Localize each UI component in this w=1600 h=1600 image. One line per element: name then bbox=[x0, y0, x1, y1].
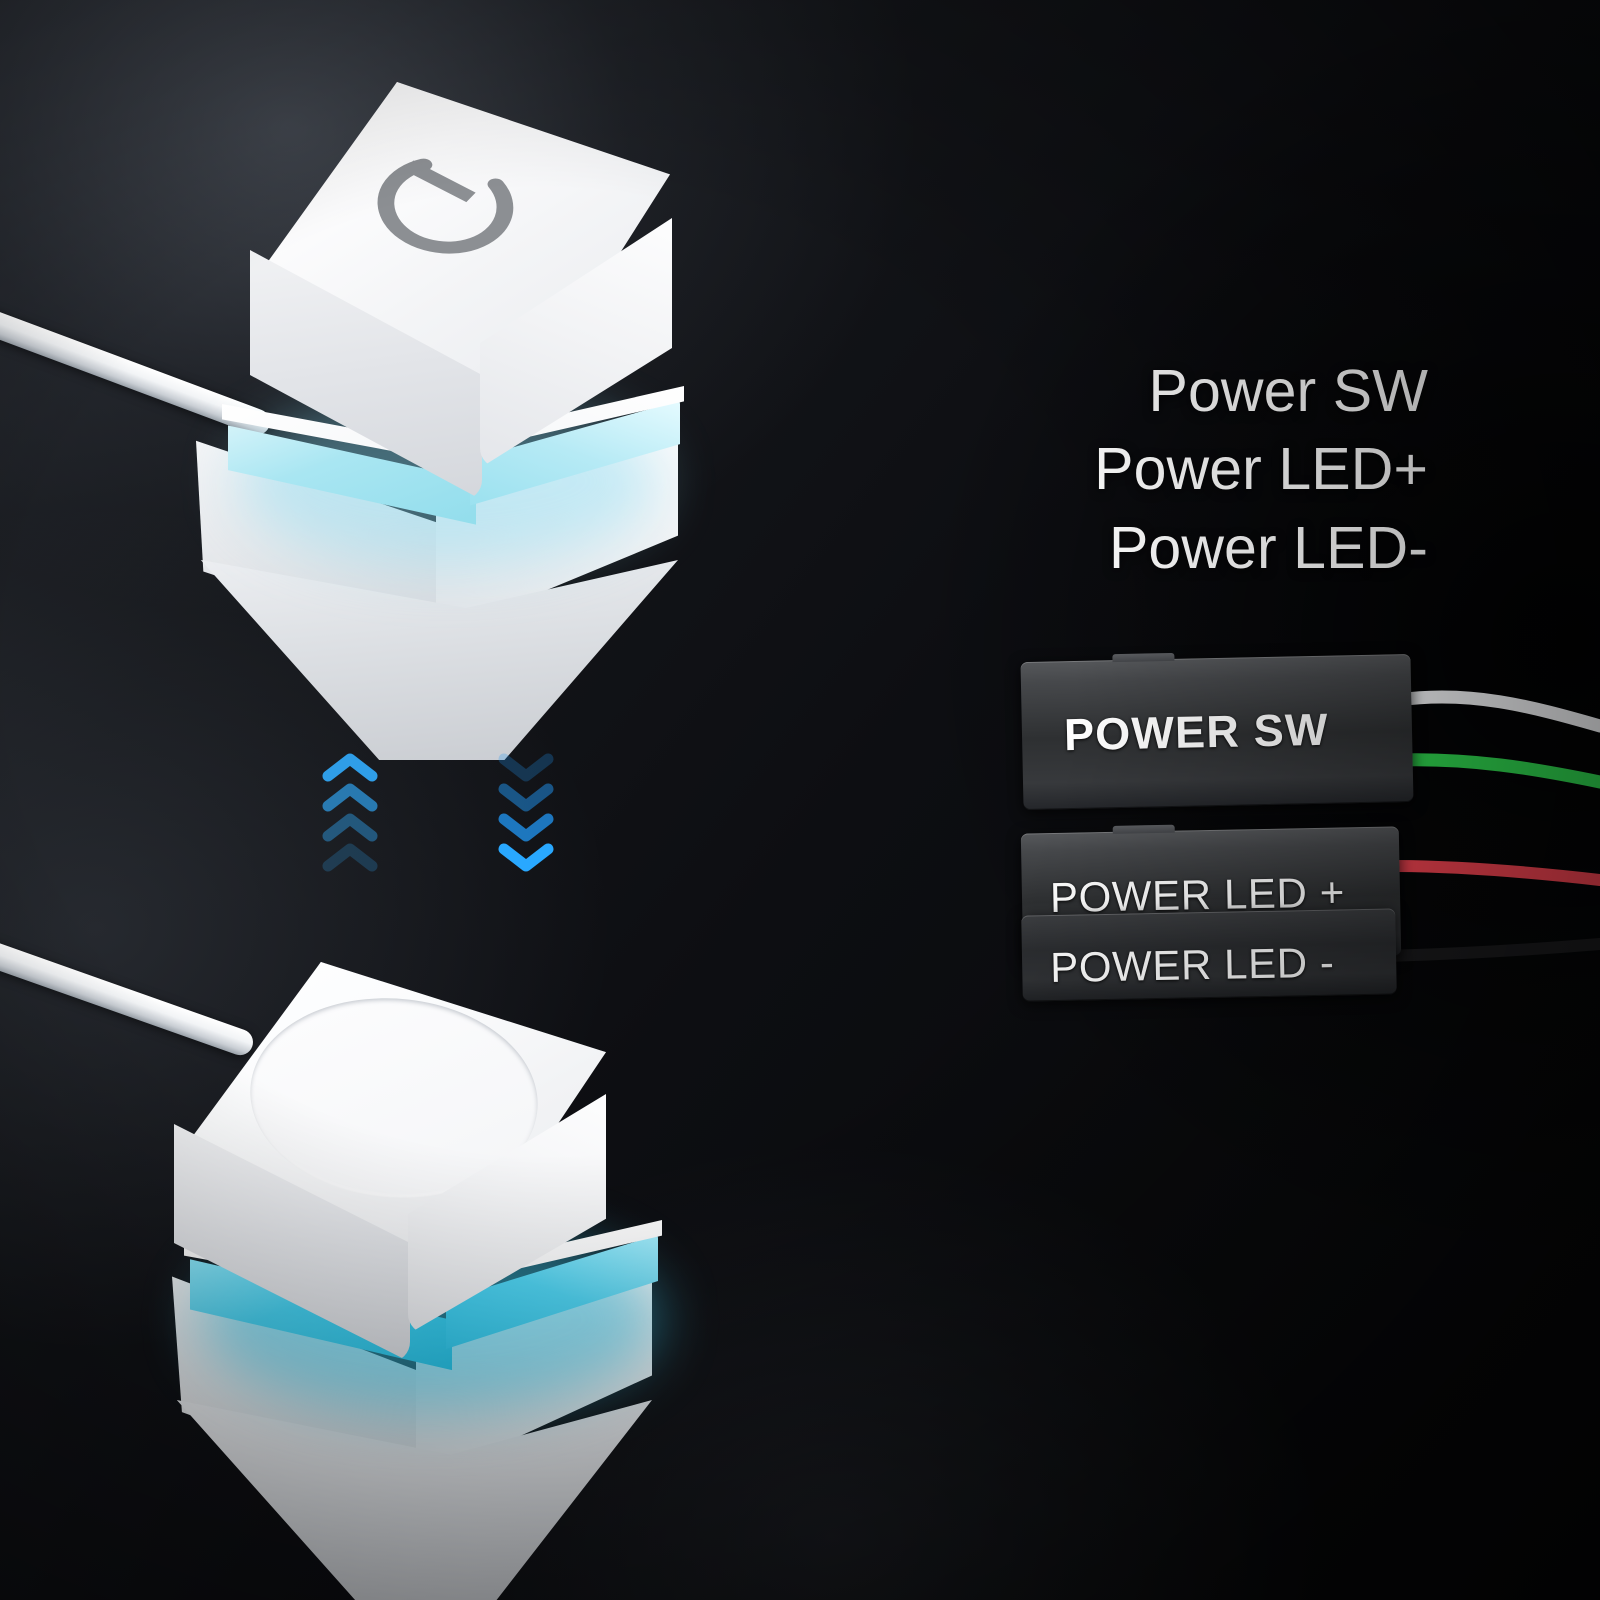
background-vignette bbox=[0, 0, 1600, 1600]
product-image-stage: Power SW Power LED+ Power LED- POWER SW … bbox=[0, 0, 1600, 1600]
